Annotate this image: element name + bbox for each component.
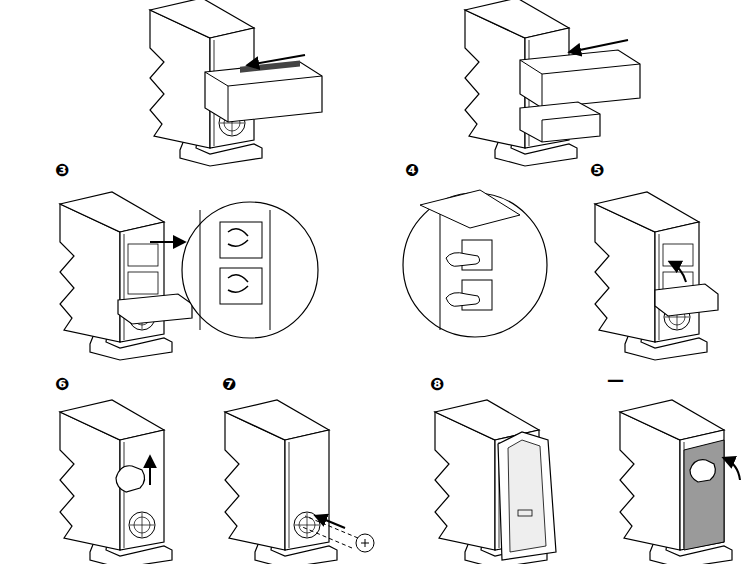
step-number: ❸ bbox=[55, 161, 69, 180]
step-number: ❻ bbox=[55, 375, 69, 394]
step-number: ❺ bbox=[590, 161, 604, 180]
step-number: ❽ bbox=[430, 375, 444, 394]
step-number: ❼ bbox=[222, 375, 236, 394]
step-number: — bbox=[607, 371, 624, 390]
step-number: ❹ bbox=[405, 161, 419, 180]
